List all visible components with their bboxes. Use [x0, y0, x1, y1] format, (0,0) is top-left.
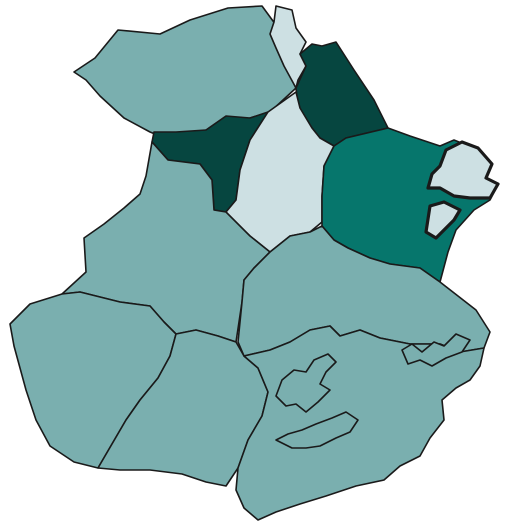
region-north-coast-strip[interactable] — [269, 5, 307, 89]
region-south-central[interactable] — [97, 329, 269, 487]
region-east-enclave-lower[interactable] — [424, 200, 462, 240]
region-east-enclave-upper[interactable] — [426, 140, 500, 200]
southeast-inner-island-2 — [275, 411, 359, 449]
southeast-inner-island-1 — [275, 353, 337, 413]
southeast-inner-island-3 — [401, 333, 471, 367]
